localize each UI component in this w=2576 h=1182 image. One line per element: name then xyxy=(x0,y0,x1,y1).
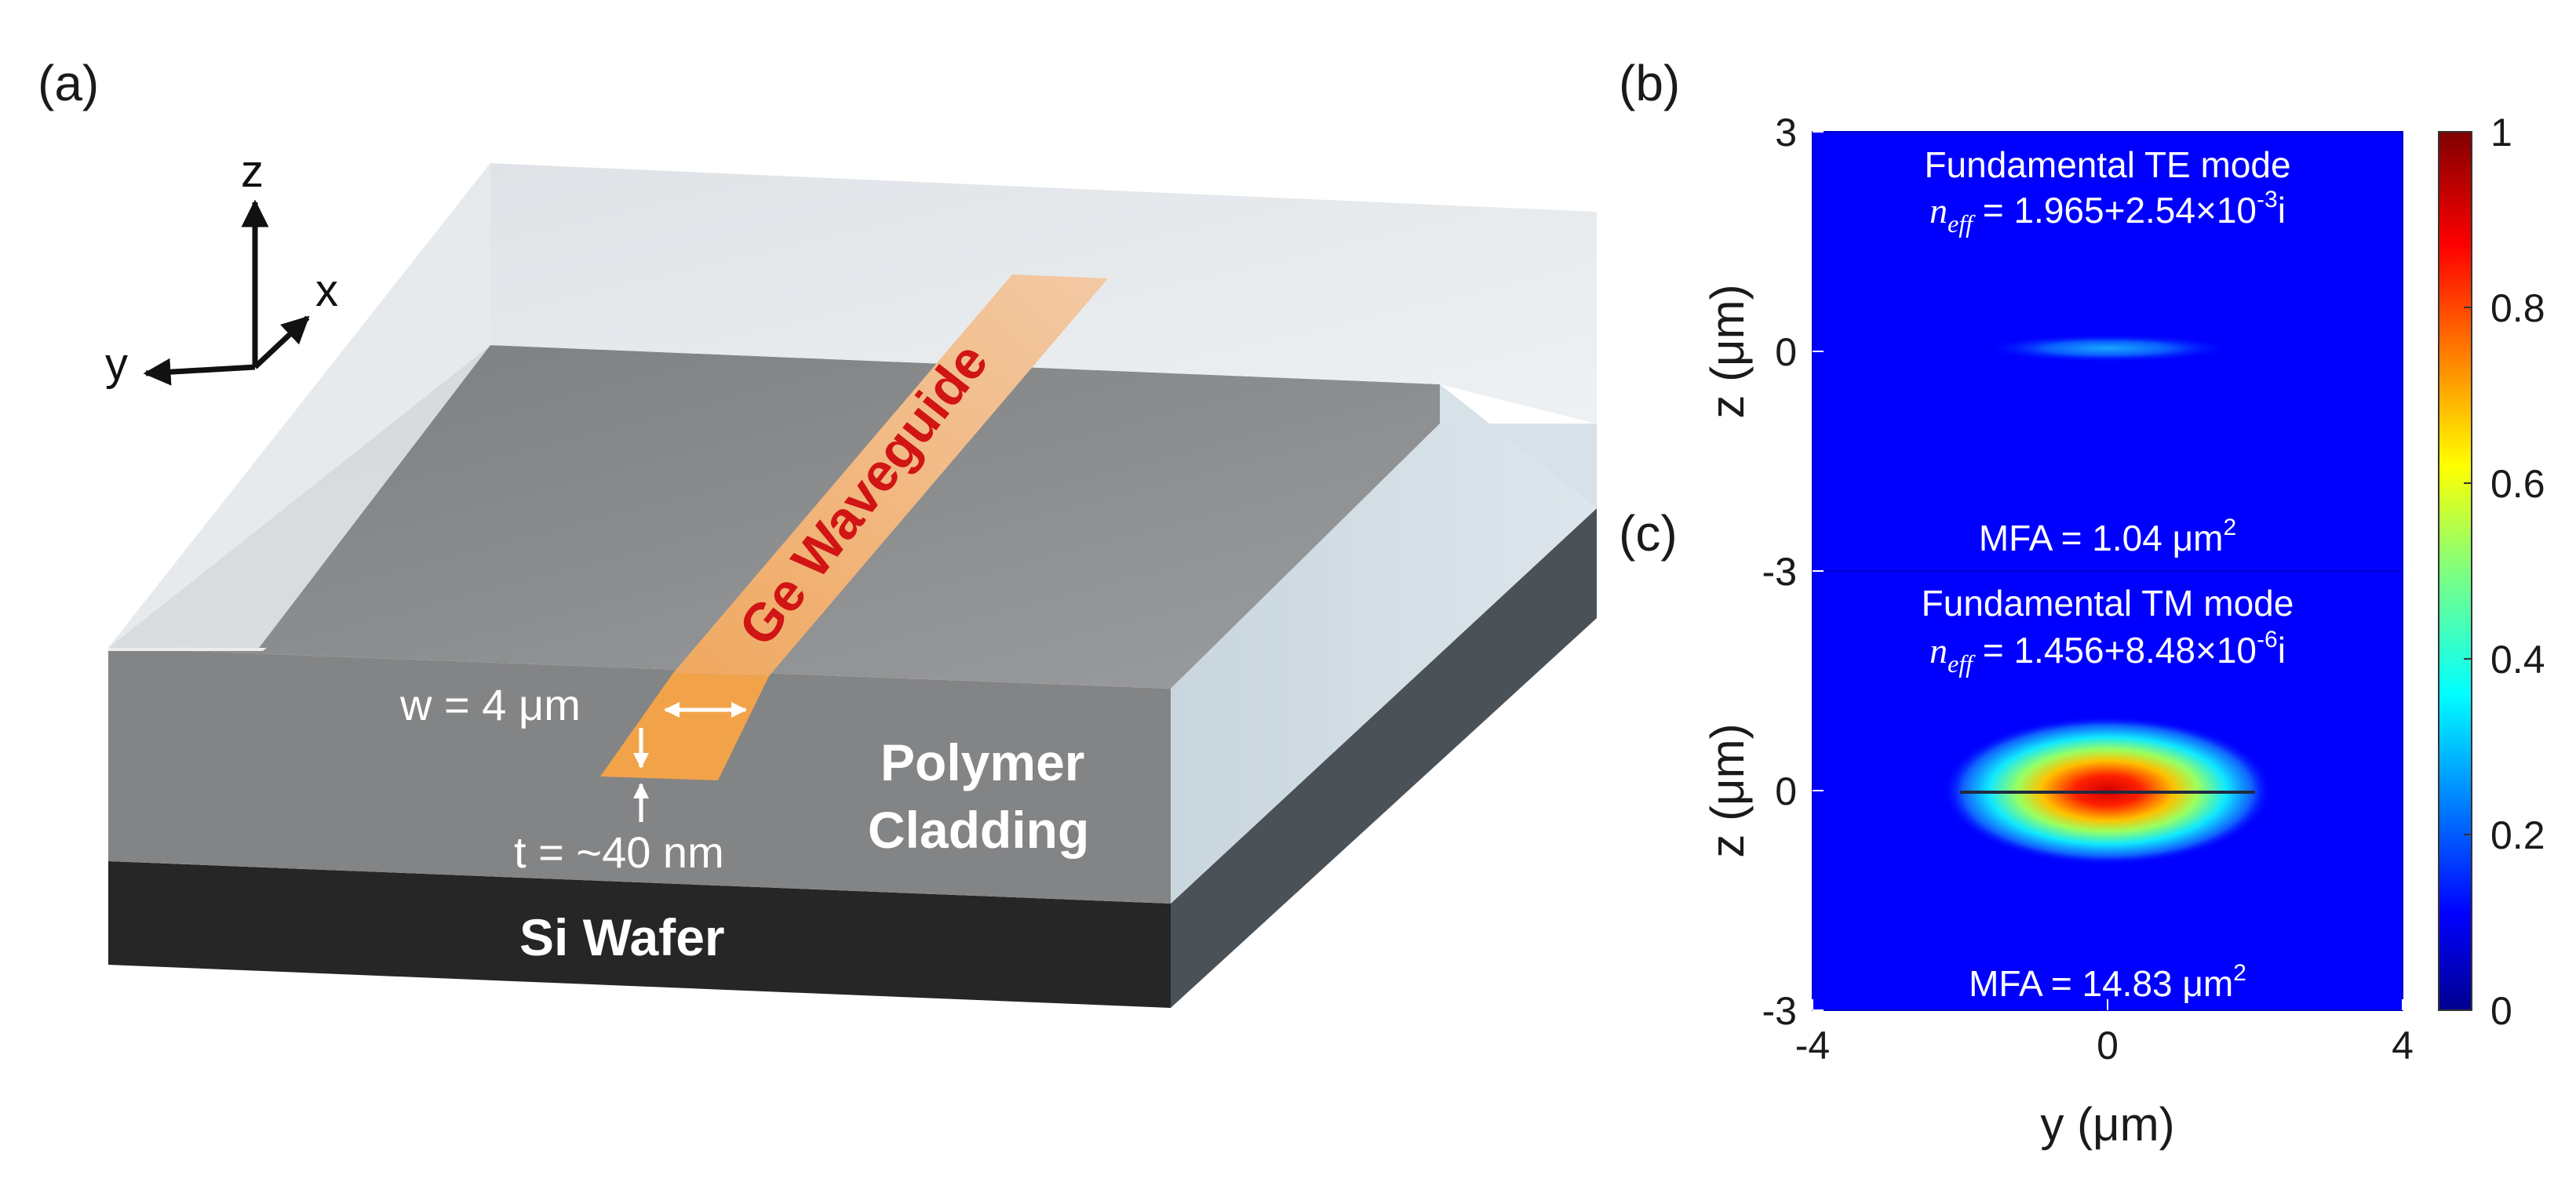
ytick-label: 0 xyxy=(1775,769,1797,813)
z-axis-label: z xyxy=(241,146,264,197)
ytick-label: 3 xyxy=(1775,550,1797,594)
colorbar-gradient xyxy=(2438,131,2472,1011)
si-wafer-side xyxy=(1171,508,1597,1008)
tm-ylabel: z (μm) xyxy=(1701,723,1754,857)
panel-c-label: (c) xyxy=(1619,505,1678,562)
tm-neff: neff = 1.456+8.48×10-6i xyxy=(1929,627,2286,678)
te-neff: neff = 1.965+2.54×10-3i xyxy=(1929,187,2286,238)
y-axis-label: y xyxy=(105,339,128,390)
si-wafer-front xyxy=(108,861,1171,1008)
panel-a: (a) z x y Ge Waveguide w = 4 μ xyxy=(38,55,1597,1008)
tm-mfa: MFA = 14.83 μm2 xyxy=(1969,960,2246,1004)
ytick-label: -3 xyxy=(1762,989,1797,1033)
tm-xlabel: y (μm) xyxy=(2040,1098,2174,1151)
colorbar-ticks: 0 0.2 0.4 0.6 0.8 1 xyxy=(2464,111,2545,1033)
x-axis-label: x xyxy=(315,265,338,316)
colorbar-tick-label: 0.6 xyxy=(2490,462,2545,506)
te-title: Fundamental TE mode xyxy=(1924,144,2290,185)
colorbar-tick-label: 0 xyxy=(2490,989,2512,1033)
ytick-label: 3 xyxy=(1775,111,1797,155)
te-mfa: MFA = 1.04 μm2 xyxy=(1979,515,2236,558)
ytick-label: 0 xyxy=(1775,330,1797,374)
x-axis-arrow xyxy=(253,315,310,369)
core-top xyxy=(108,345,1440,689)
xtick-label: 4 xyxy=(2392,1024,2414,1067)
thickness-label: t = ~40 nm xyxy=(514,827,724,877)
cladding-side xyxy=(1171,424,1597,904)
substrate-label: Si Wafer xyxy=(519,908,725,966)
panel-c: (c) Fundamental TM mode neff = 1.456+8.4… xyxy=(1619,505,2414,1151)
panel-a-label: (a) xyxy=(38,55,99,111)
ytick-label: -3 xyxy=(1762,550,1797,594)
xtick-label: 0 xyxy=(2097,1024,2119,1067)
colorbar-tick-label: 0.2 xyxy=(2490,813,2545,857)
panel-b-label: (b) xyxy=(1619,55,1680,111)
ge-waveguide-strip xyxy=(673,275,1108,676)
tm-title: Fundamental TM mode xyxy=(1922,583,2294,624)
te-mode-profile xyxy=(1982,334,2233,362)
width-label: w = 4 μm xyxy=(399,680,581,729)
panel-b: (b) Fundamental TE mode neff = 1.965+2.5… xyxy=(1619,55,2403,594)
cladding-label-2: Cladding xyxy=(868,801,1089,859)
y-axis-arrow xyxy=(143,358,256,386)
colorbar-tick-label: 1 xyxy=(2490,111,2512,155)
te-ylabel: z (μm) xyxy=(1701,284,1754,418)
axes-triad: z x y xyxy=(105,146,338,390)
xtick-label: -4 xyxy=(1795,1024,1830,1067)
colorbar-tick-label: 0.8 xyxy=(2490,286,2545,330)
cladding-label-1: Polymer xyxy=(880,733,1084,791)
te-axis-ticks: 3 0 -3 xyxy=(1762,111,1824,594)
colorbar: 0 0.2 0.4 0.6 0.8 1 xyxy=(2438,111,2545,1033)
colorbar-tick-label: 0.4 xyxy=(2490,638,2545,682)
